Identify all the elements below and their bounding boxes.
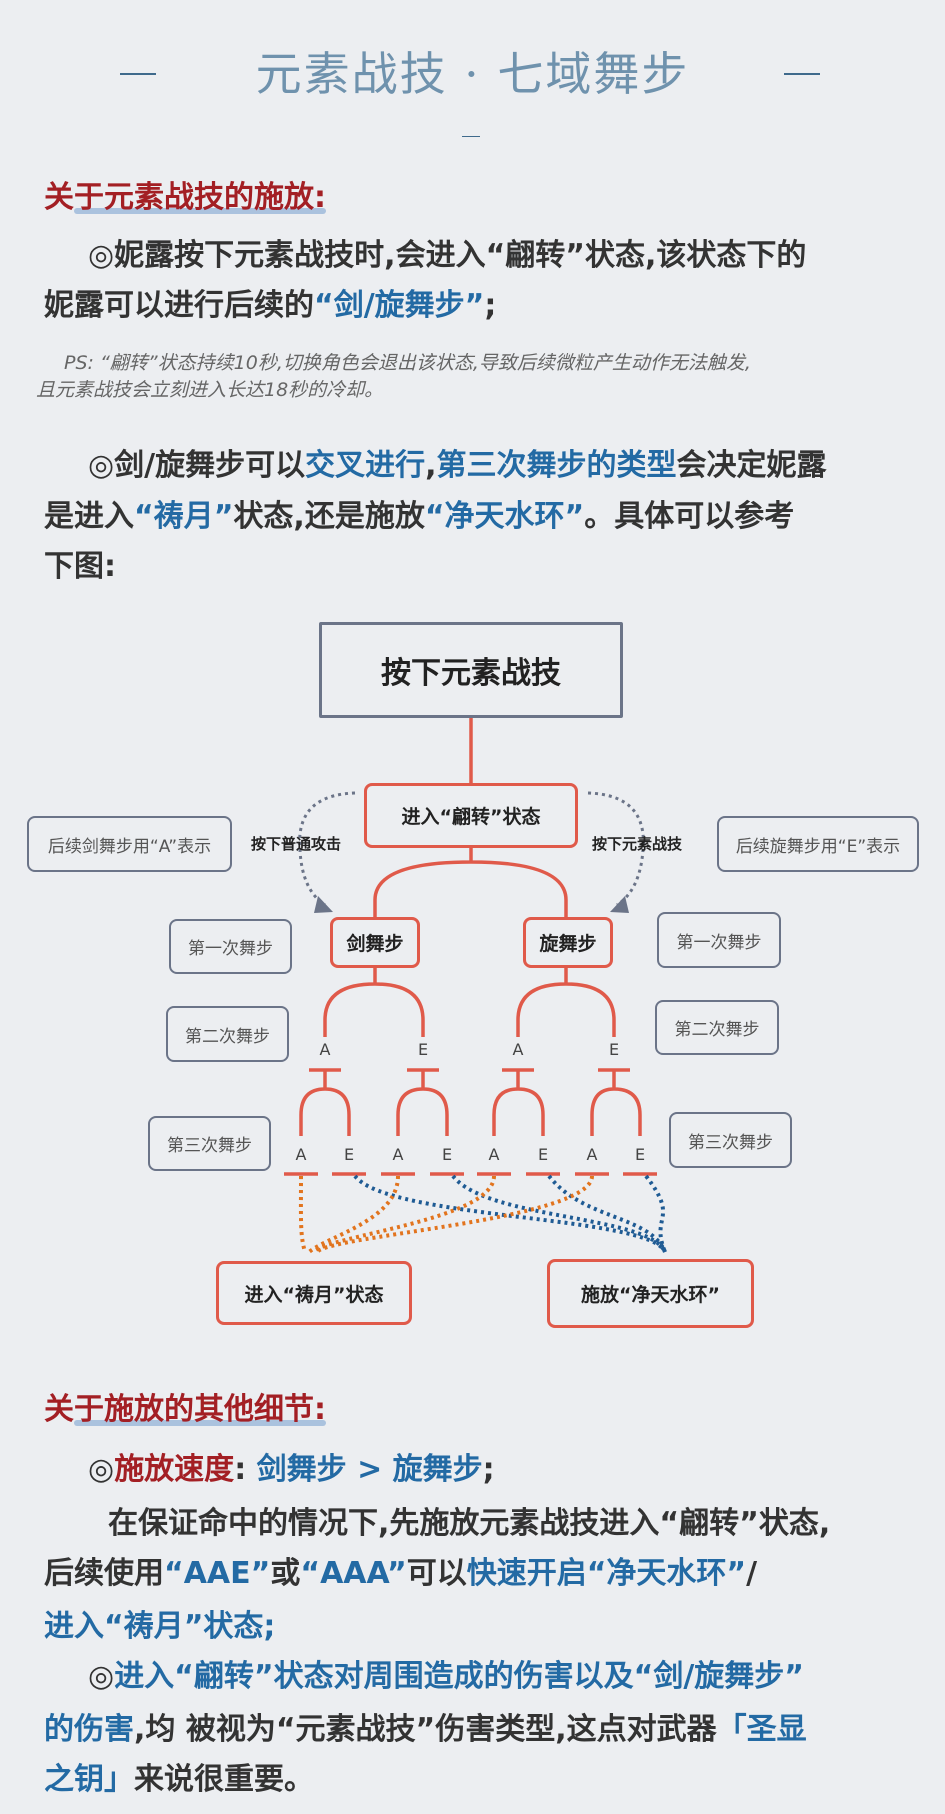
moon-path-dotted bbox=[298, 1175, 307, 1253]
second-step-letter: E bbox=[417, 1040, 429, 1059]
step2-label-right: 第二次舞步 bbox=[655, 1000, 779, 1055]
step1-label-right: 第一次舞步 bbox=[657, 912, 781, 968]
left-note: 后续剑舞步用“A”表示 bbox=[27, 816, 232, 872]
left-action-label: 按下普通攻击 bbox=[251, 835, 342, 853]
para2-line1: ◎剑/旋舞步可以交叉进行,第三次舞步的类型会决定妮露 bbox=[88, 448, 827, 483]
second-step-letter: E bbox=[608, 1040, 620, 1059]
title-underline bbox=[462, 136, 480, 137]
step2-label-left: 第二次舞步 bbox=[166, 1006, 289, 1062]
third-step-branch bbox=[396, 1068, 449, 1136]
ps-note-line1: PS: “翩转”状态持续10秒,切换角色会退出该状态,导致后续微粒产生动作无法触… bbox=[64, 352, 751, 374]
arrow-path-right bbox=[587, 791, 645, 907]
arrow-head-left bbox=[314, 896, 333, 913]
page-title: 元素战技 · 七域舞步 bbox=[255, 47, 690, 101]
second-step-letter: A bbox=[319, 1040, 331, 1059]
ps-note-line2: 且元素战技会立刻进入长达18秒的冷却。 bbox=[36, 379, 384, 401]
para1-line2: 妮露可以进行后续的“剑/旋舞步”; bbox=[44, 288, 497, 323]
sword-branch bbox=[323, 968, 425, 1037]
step3-label-left: 第三次舞步 bbox=[148, 1116, 271, 1171]
step3-label-right: 第三次舞步 bbox=[669, 1112, 792, 1168]
third-step-letter: A bbox=[586, 1145, 598, 1164]
moon-path-dotted bbox=[311, 1175, 496, 1254]
ring-path-dotted bbox=[547, 1174, 667, 1253]
moon-state-node: 进入“祷月”状态 bbox=[216, 1261, 412, 1325]
third-step-letter: E bbox=[537, 1145, 549, 1164]
third-step-branch bbox=[492, 1068, 545, 1136]
root-node: 按下元素战技 bbox=[319, 622, 623, 718]
arrow-head-right bbox=[610, 896, 629, 913]
third-step-letter: E bbox=[634, 1145, 646, 1164]
speed-line: ◎施放速度: 剑舞步 > 旋舞步; bbox=[88, 1452, 495, 1487]
right-action-label: 按下元素战技 bbox=[592, 835, 683, 853]
para2-line2: 是进入“祷月”状态,还是施放“净天水环”。具体可以参考 bbox=[44, 499, 795, 534]
third-step-letter: A bbox=[392, 1145, 404, 1164]
arrow-path-left bbox=[298, 791, 356, 907]
third-step-letter: A bbox=[488, 1145, 500, 1164]
details-line4: ◎进入“翩转”状态对周围造成的伤害以及“剑/旋舞步” bbox=[88, 1659, 805, 1694]
flip-state-node: 进入“翩转”状态 bbox=[364, 783, 578, 848]
step1-label-left: 第一次舞步 bbox=[169, 919, 292, 974]
second-step-letter: A bbox=[512, 1040, 524, 1059]
details-line3: 进入“祷月”状态; bbox=[44, 1609, 276, 1644]
details-line2: 后续使用“AAE”或“AAA”可以快速开启“净天水环”/ bbox=[44, 1556, 758, 1591]
third-step-letter: E bbox=[343, 1145, 355, 1164]
whirl-branch bbox=[516, 968, 616, 1037]
ring-path-dotted bbox=[644, 1174, 667, 1253]
details-line6: 之钥」来说很重要。 bbox=[44, 1762, 314, 1797]
moon-path-dotted bbox=[307, 1175, 400, 1254]
sword-dance-node: 剑舞步 bbox=[330, 917, 420, 968]
details-line5: 的伤害,均 被视为“元素战技”伤害类型,这点对武器「圣显 bbox=[44, 1712, 807, 1747]
details-line1: 在保证命中的情况下,先施放元素战技进入“翩转”状态, bbox=[108, 1506, 831, 1541]
title-decoration-right bbox=[784, 73, 820, 75]
third-step-letter: E bbox=[441, 1145, 453, 1164]
section-heading-cast: 关于元素战技的施放: bbox=[44, 180, 326, 215]
third-step-branch bbox=[299, 1068, 351, 1136]
title-decoration-left bbox=[120, 73, 156, 75]
ring-path-dotted bbox=[451, 1174, 667, 1254]
third-step-branch bbox=[590, 1068, 642, 1136]
moon-path-dotted bbox=[315, 1175, 594, 1254]
para1-line1: ◎妮露按下元素战技时,会进入“翩转”状态,该状态下的 bbox=[88, 238, 807, 273]
para2-line3: 下图: bbox=[44, 549, 116, 584]
section-heading-details: 关于施放的其他细节: bbox=[44, 1392, 326, 1427]
whirl-dance-node: 旋舞步 bbox=[523, 917, 613, 968]
ring-path-dotted bbox=[353, 1174, 667, 1254]
right-note: 后续旋舞步用“E”表示 bbox=[717, 816, 919, 872]
water-ring-node: 施放“净天水环” bbox=[547, 1259, 754, 1328]
flip-branch bbox=[373, 848, 568, 917]
third-step-letter: A bbox=[295, 1145, 307, 1164]
